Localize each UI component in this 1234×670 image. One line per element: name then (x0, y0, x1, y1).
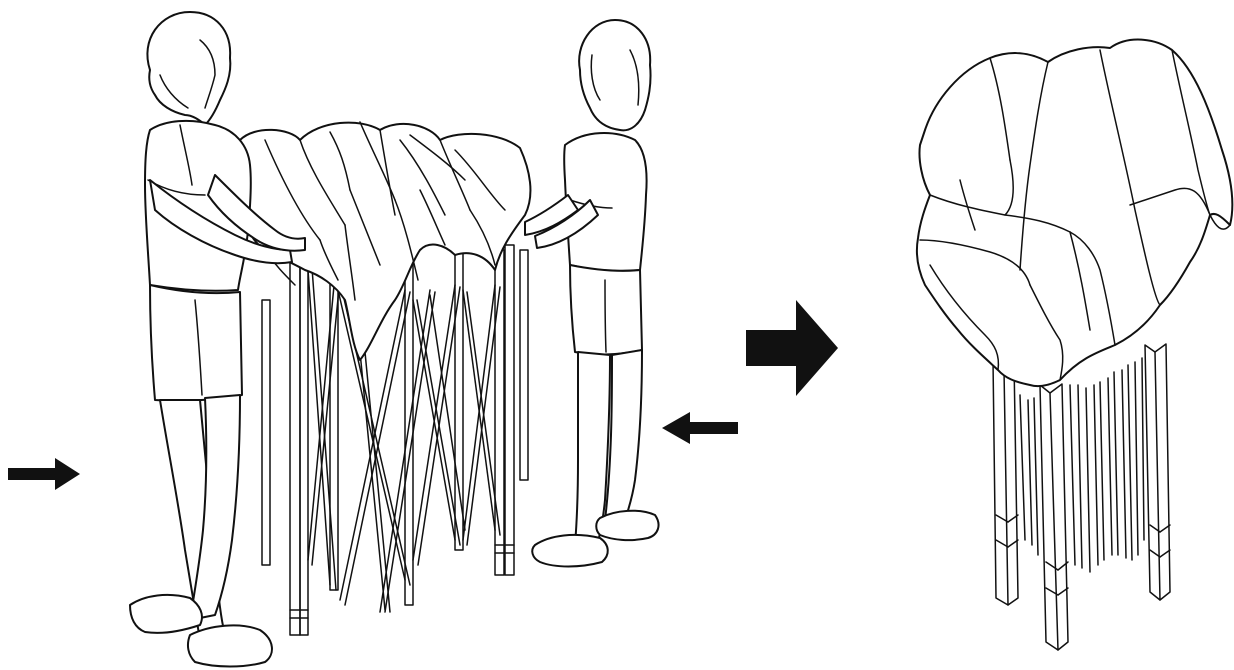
next-step-arrow-icon (746, 300, 838, 396)
collapsed-canopy-cover (917, 40, 1233, 387)
push-arrow-left-icon (662, 412, 738, 444)
left-person (130, 12, 305, 667)
right-person (525, 20, 659, 567)
collapsed-frame-legs (993, 344, 1170, 650)
push-arrow-right-icon (8, 458, 80, 490)
right-scene (917, 40, 1233, 650)
left-scene (8, 12, 738, 667)
